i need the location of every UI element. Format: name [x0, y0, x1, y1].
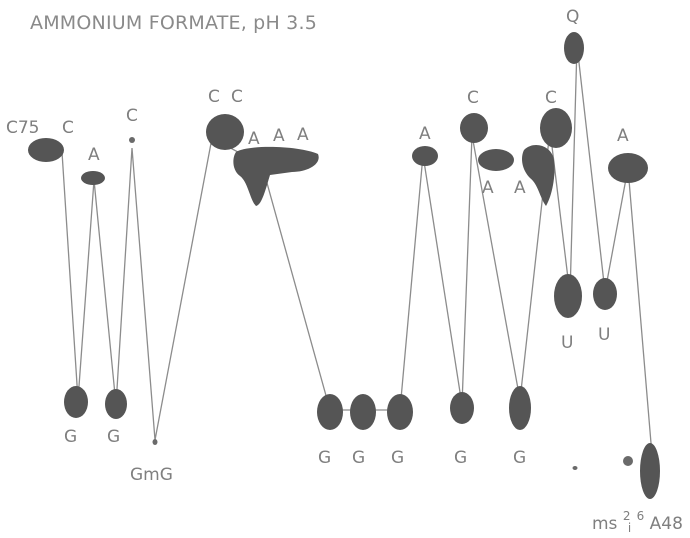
label-a-low1: A	[482, 178, 494, 198]
label-a-low2: A	[514, 178, 526, 198]
figure-title: AMMONIUM FORMATE, pH 3.5	[30, 12, 317, 34]
label-g7: G	[513, 448, 526, 468]
label-aaa-a3: A	[297, 125, 309, 145]
spot-a1	[81, 171, 105, 185]
label-c3: C	[467, 88, 479, 108]
label-ms-suffix: A48	[650, 514, 683, 534]
spot-aaa	[233, 146, 319, 206]
spot-u1	[554, 274, 582, 318]
connection-lines	[61, 44, 653, 456]
label-c4: C	[545, 88, 557, 108]
spot-cc	[206, 114, 244, 150]
spot-small-dot	[572, 466, 578, 470]
label-ms-sup2: 2	[623, 509, 631, 523]
label-a1: A	[88, 145, 100, 165]
label-g1: G	[64, 427, 77, 447]
spot-g4	[350, 394, 376, 430]
spot-c3	[460, 113, 488, 143]
label-ms2i6a48: ms 2 i 6 A48	[592, 505, 683, 537]
label-aaa-a1: A	[248, 129, 260, 149]
label-cc-c1: C	[208, 87, 220, 107]
spot-g1	[64, 386, 88, 418]
label-c1: C	[62, 118, 74, 138]
spot-a-right	[608, 153, 648, 183]
spot-q	[564, 32, 584, 64]
label-cc-c2: C	[231, 87, 243, 107]
connection-path-main	[61, 44, 653, 456]
spot-ms2i6a48	[640, 443, 660, 499]
spot-a-low1	[478, 149, 514, 171]
label-c75: C75	[6, 118, 40, 138]
label-ms-sup6: 6	[637, 509, 645, 523]
label-g3: G	[318, 448, 331, 468]
label-g6: G	[454, 448, 467, 468]
spot-a-low2	[522, 145, 555, 206]
label-aaa-a2: A	[273, 126, 285, 146]
spot-ms-dot	[623, 456, 633, 466]
spot-c4	[540, 108, 572, 148]
spot-a-mid	[412, 146, 438, 166]
spot-u2	[593, 278, 617, 310]
label-g4: G	[352, 448, 365, 468]
label-ms-prefix: ms	[592, 514, 618, 534]
label-g5: G	[391, 448, 404, 468]
spot-labels: C75 C A C C C A A A A C A A C Q A U U G …	[6, 7, 683, 537]
label-ms-i: i	[628, 521, 631, 535]
spot-c75	[28, 138, 64, 162]
spot-g6	[450, 392, 474, 424]
spot-c2	[129, 137, 135, 143]
label-q: Q	[566, 7, 579, 27]
spots	[28, 32, 660, 499]
label-gmg: GmG	[130, 465, 173, 485]
spot-g2	[105, 389, 127, 419]
label-c2: C	[126, 106, 138, 126]
spot-g7	[509, 386, 531, 430]
spot-g5	[387, 394, 413, 430]
spot-g3	[317, 394, 343, 430]
label-g2: G	[107, 427, 120, 447]
label-u1: U	[561, 333, 573, 353]
spot-gmg	[152, 439, 158, 445]
label-u2: U	[598, 325, 610, 345]
label-a-mid: A	[419, 124, 431, 144]
label-a-right: A	[617, 126, 629, 146]
